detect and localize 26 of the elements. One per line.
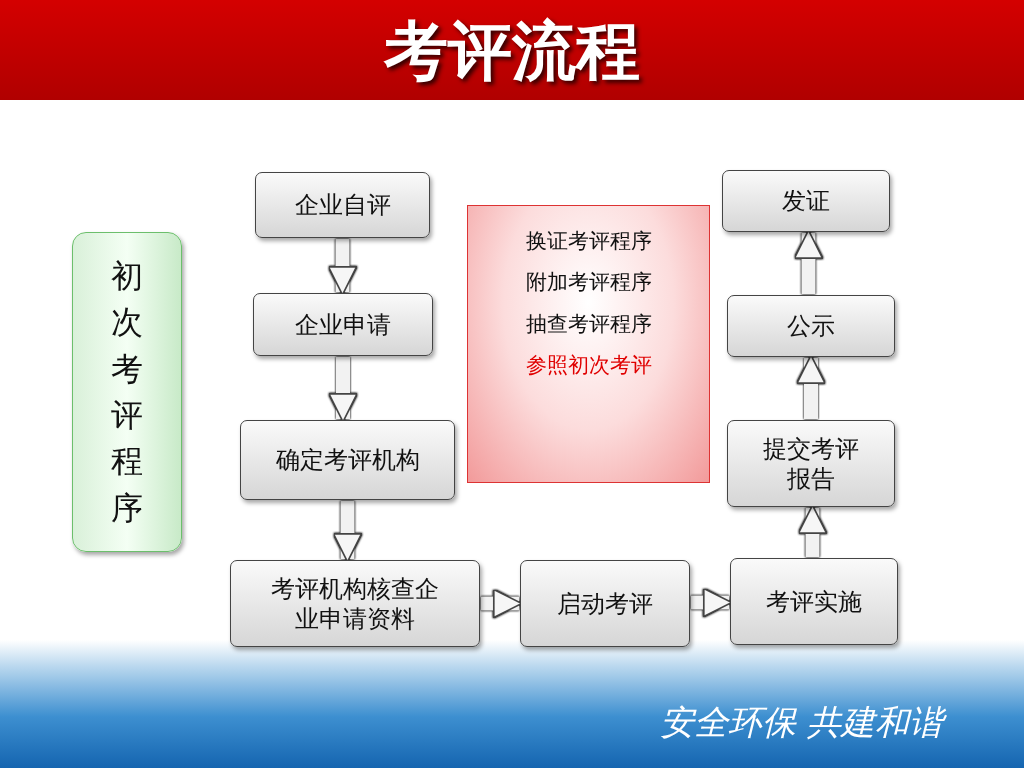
box-text: 考评实施 xyxy=(766,586,862,617)
box-text: 初次考评程序 xyxy=(111,255,143,529)
box-text: 发证 xyxy=(782,186,830,216)
box-text: 换证考评程序 xyxy=(525,228,652,255)
note-panel xyxy=(467,205,710,483)
box-text: 参照初次考评 xyxy=(525,351,652,378)
box-text: 附加考评程序 xyxy=(525,269,652,296)
process-box xyxy=(230,560,480,647)
process-box xyxy=(255,172,430,238)
process-box xyxy=(253,293,433,356)
box-text: 企业申请 xyxy=(295,309,391,340)
box-text: 提交考评报告 xyxy=(762,433,860,494)
box-text: 企业自评 xyxy=(294,190,391,220)
box-text: 抽查考评程序 xyxy=(525,310,652,337)
box-text: 考评机构核查企业申请资料 xyxy=(270,573,440,634)
process-box xyxy=(240,420,455,500)
process-box xyxy=(520,560,690,647)
process-box xyxy=(727,295,895,357)
box-text: 确定考评机构 xyxy=(275,445,420,475)
program-box xyxy=(72,232,182,552)
title: 考评流程 xyxy=(382,13,641,90)
process-box xyxy=(722,170,890,232)
process-box xyxy=(727,420,895,507)
box-text: 公示 xyxy=(787,311,835,341)
process-box xyxy=(730,558,898,645)
box-text: 启动考评 xyxy=(557,588,653,619)
